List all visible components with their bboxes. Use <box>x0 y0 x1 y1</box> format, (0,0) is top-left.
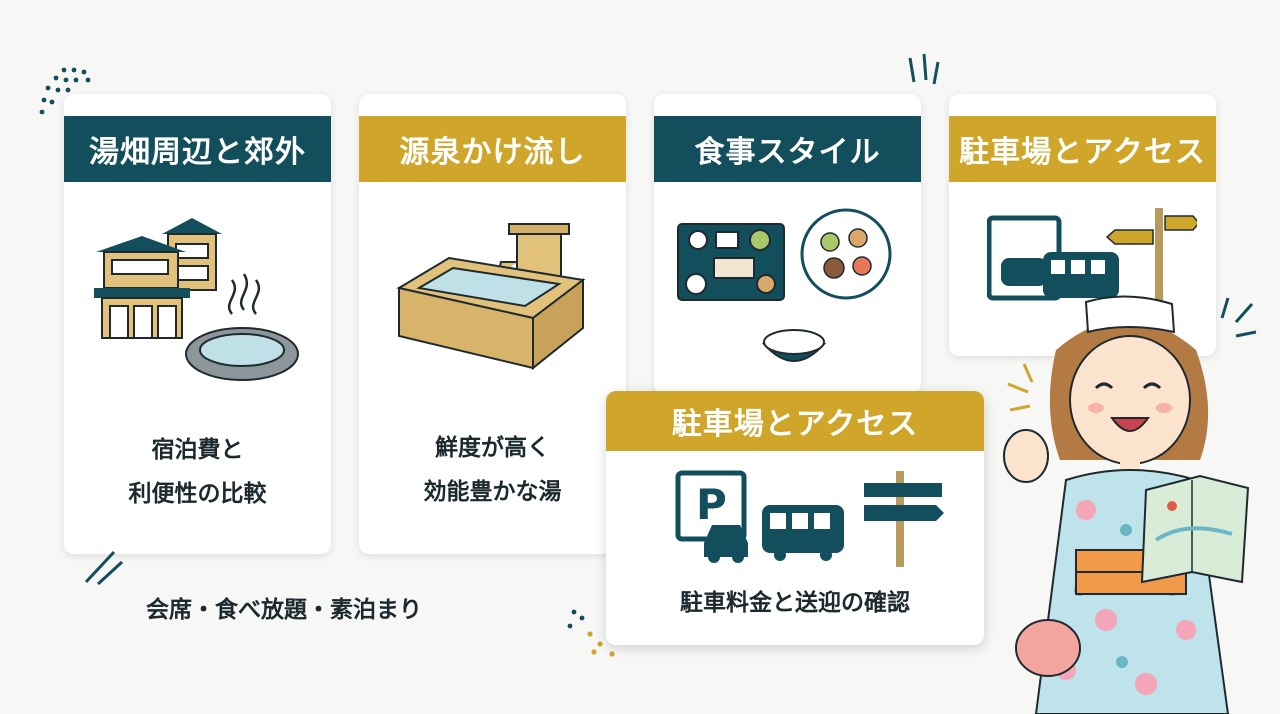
decorative-dots <box>39 67 91 115</box>
hot-spring-bath-icon <box>396 223 586 371</box>
card-title: 食事スタイル <box>654 116 921 182</box>
card-meal-style: 食事スタイル <box>654 94 921 394</box>
front-card-body: 駐車料金と送迎の確認 <box>680 590 910 616</box>
card-gensen: 源泉かけ流し 鮮度が高く 効能豊かな湯 <box>359 94 626 554</box>
decorative-strokes <box>908 53 940 85</box>
parking-letter: P <box>696 480 727 529</box>
card-title: 駐車場とアクセス <box>949 116 1216 182</box>
meal-style-caption: 会席・食べ放題・素泊まり <box>146 597 422 623</box>
sparkle-strokes <box>1220 297 1257 338</box>
card-parking-front: 駐車場とアクセス P 駐車料金と送迎の確認 <box>606 391 984 645</box>
card-title: 湯畑周辺と郊外 <box>64 116 331 182</box>
card-yubatake-area: 湯畑周辺と郊外 宿泊費と 利便性の比較 <box>64 94 331 554</box>
card-body-line2: 効能豊かな湯 <box>423 479 562 505</box>
parking-bus-sign-icon <box>987 208 1197 308</box>
card-body-line2: 利便性の比較 <box>128 481 267 507</box>
decorative-dots <box>567 609 615 657</box>
card-body-line1: 鮮度が高く <box>435 435 550 461</box>
card-title: 源泉かけ流し <box>359 116 626 182</box>
card-body-line1: 宿泊費と <box>151 437 244 463</box>
decorative-strokes <box>84 550 124 586</box>
parking-bus-sign-icon: P <box>675 470 944 567</box>
girl-in-yukata-illustration <box>1003 295 1250 714</box>
meal-tray-icon <box>677 208 892 362</box>
sparkle-strokes <box>1007 363 1034 412</box>
onsen-inn-icon <box>94 218 299 381</box>
card-title: 駐車場とアクセス <box>606 391 984 451</box>
